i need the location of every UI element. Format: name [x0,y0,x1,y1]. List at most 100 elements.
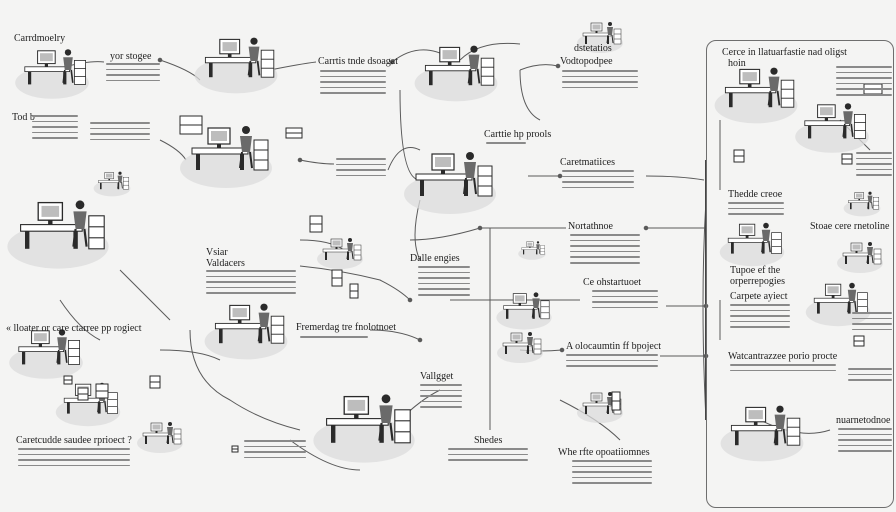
person-legs-icon [531,307,541,318]
desk-leg-icon [847,302,851,314]
office-desk-scene-icon [518,241,546,260]
monitor-screen-icon [748,410,763,420]
scene-shadow [15,66,89,99]
monitor-stand-icon [824,117,828,121]
person-legs-icon [346,250,354,260]
connector-32 [459,42,521,61]
person-legs-icon [866,254,874,264]
desk-leg-icon [209,62,213,78]
person-head-icon [348,238,352,242]
text-block-1 [106,63,160,85]
desk-leg-icon [100,182,102,190]
connector-13 [299,239,345,251]
scene-shadow [317,249,363,269]
person-head-icon [770,67,778,75]
desk-leg-icon [63,71,67,85]
scene-shadow [577,33,623,53]
person-legs-icon [56,349,68,363]
label-caretmatiices: Caretmatiices [560,157,615,168]
label-carpete-ayiect: Carpete ayiect [730,291,788,302]
monitor-stand-icon [529,246,531,248]
desk-icon [24,66,71,73]
person-head-icon [168,422,172,426]
monitor-stand-icon [38,343,42,347]
desk-leg-icon [258,328,263,344]
person-body-icon [843,111,853,124]
monitor-screen-icon [347,399,366,411]
connector-node [557,173,563,179]
connector-29 [119,269,171,321]
cabinet-icon [780,79,795,108]
desk-leg-icon [729,92,733,108]
connector-node [297,157,303,163]
connector-node [477,225,483,231]
person-head-icon [849,282,855,289]
label-orperrepogies: orperrepogies [730,276,785,287]
scene-shadow [795,120,869,153]
cabinet-icon [88,215,105,250]
label-hoin: hoin [728,58,746,69]
desk-leg-icon [67,402,70,414]
scene-shadow [518,247,546,260]
label-nortathnoe: Nortathnoe [568,221,613,232]
desk-leg-icon [808,125,812,139]
connector-node [389,59,395,65]
server-rack-icon [309,215,323,233]
scene-shadow [194,57,278,94]
connector-2 [159,59,201,81]
desk-icon [326,418,389,426]
scene-shadow [7,224,109,269]
cabinet-icon [857,292,868,314]
connector-8 [159,139,187,161]
office-desk-scene-icon [714,67,798,124]
office-desk-scene-icon [404,152,496,214]
desk-leg-icon [117,182,120,190]
scene-shadow [313,418,415,463]
office-desk-scene-icon [137,422,183,453]
connector-node [643,225,649,231]
cabinet-icon [253,139,269,171]
office-desk-scene-icon [313,394,415,463]
desk-leg-icon [331,425,336,443]
label-whe-rfte: Whe rfte opoatiiomnes [558,447,650,458]
person-body-icon [867,247,873,255]
person-head-icon [533,292,539,298]
desk-leg-icon [607,36,609,44]
monitor-stand-icon [747,83,752,88]
server-rack-icon [149,375,161,389]
monitor-stand-icon [44,63,48,67]
illustration-scenes [7,22,883,463]
desk-leg-icon [845,256,847,264]
label-stoae-cere: Stoae cere rnetoline [810,221,890,232]
text-block-20 [730,364,836,375]
desk-leg-icon [585,406,587,414]
person-body-icon [248,46,260,61]
scene-shadow [720,425,804,462]
person-head-icon [260,303,268,311]
person-legs-icon [606,34,614,44]
label-shedes: Shedes [474,435,503,446]
person-legs-icon [239,151,253,169]
connector-6 [519,69,541,121]
scene-shadow [9,346,83,379]
monitor-stand-icon [354,414,359,419]
label-vsiar: Vsiar [206,247,228,258]
cabinet-icon [613,28,622,45]
person-legs-icon [842,123,854,137]
monitor-screen-icon [232,308,247,318]
connector-21 [369,329,421,341]
monitor-stand-icon [335,247,338,249]
monitor-screen-icon [592,394,601,400]
desk-leg-icon [429,70,433,86]
label-dalle-engies: Dalle engies [410,253,460,264]
desk-leg-icon [607,406,609,414]
desk-leg-icon [28,71,32,85]
server-rack-icon [231,445,239,453]
office-desk-scene-icon [720,405,804,462]
person-legs-icon [463,177,477,195]
cabinet-icon [74,60,87,85]
monitor-stand-icon [515,341,518,343]
text-block-5 [562,70,638,92]
desk-leg-icon [505,346,507,354]
label-carrdmoelry: Carrdmoelry [14,33,66,44]
